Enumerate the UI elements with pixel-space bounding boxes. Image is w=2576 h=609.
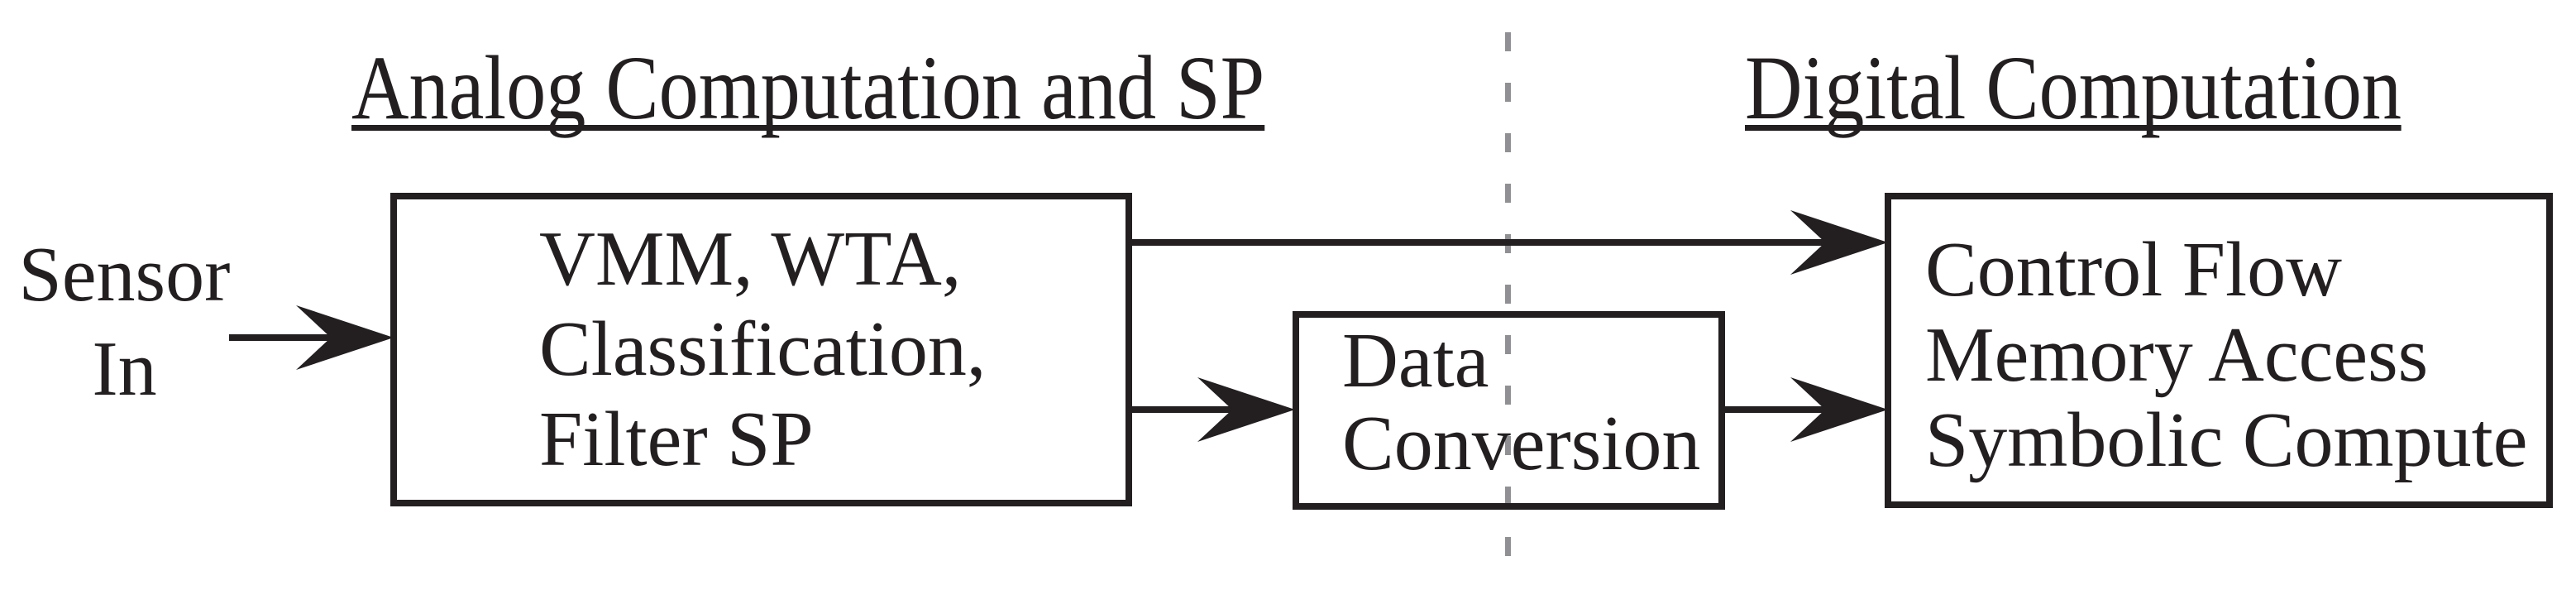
analog-block-line: Classification, (539, 306, 987, 392)
analog-section-heading-text: Analog Computation and SP (351, 37, 1265, 138)
arrowhead-icon (296, 305, 394, 370)
arrowhead-icon (1790, 377, 1888, 442)
digital-processing-block: Control Flow Memory Access Symbolic Comp… (1885, 193, 2553, 508)
sensor-in-label-line1: Sensor (18, 232, 231, 318)
sensor-in-label-line2: In (92, 326, 157, 412)
sensor-in-label: Sensor In (7, 228, 242, 416)
arrowhead-icon (1197, 377, 1295, 442)
sensor-input-arrow (229, 305, 394, 370)
conversion-to-digital-arrow (1718, 377, 1888, 442)
digital-block-line: Control Flow (1925, 227, 2343, 313)
digital-section-heading: Digital Computation (1745, 37, 2402, 138)
analog-section-heading: Analog Computation and SP (351, 37, 1265, 138)
arrowhead-icon (1790, 210, 1888, 275)
analog-processing-block: VMM, WTA, Classification, Filter SP (390, 193, 1132, 506)
analog-to-digital-arrow (1126, 210, 1888, 275)
digital-block-line: Symbolic Compute (1925, 397, 2528, 483)
analog-block-line: VMM, WTA, (539, 216, 962, 302)
data-conversion-block: Data Conversion (1293, 311, 1725, 510)
conversion-block-line: Conversion (1342, 400, 1701, 487)
digital-block-line: Memory Access (1925, 312, 2429, 398)
analog-to-conversion-arrow (1126, 377, 1295, 442)
digital-section-heading-text: Digital Computation (1745, 37, 2402, 138)
conversion-block-line: Data (1342, 318, 1489, 404)
analog-block-line: Filter SP (539, 396, 814, 482)
